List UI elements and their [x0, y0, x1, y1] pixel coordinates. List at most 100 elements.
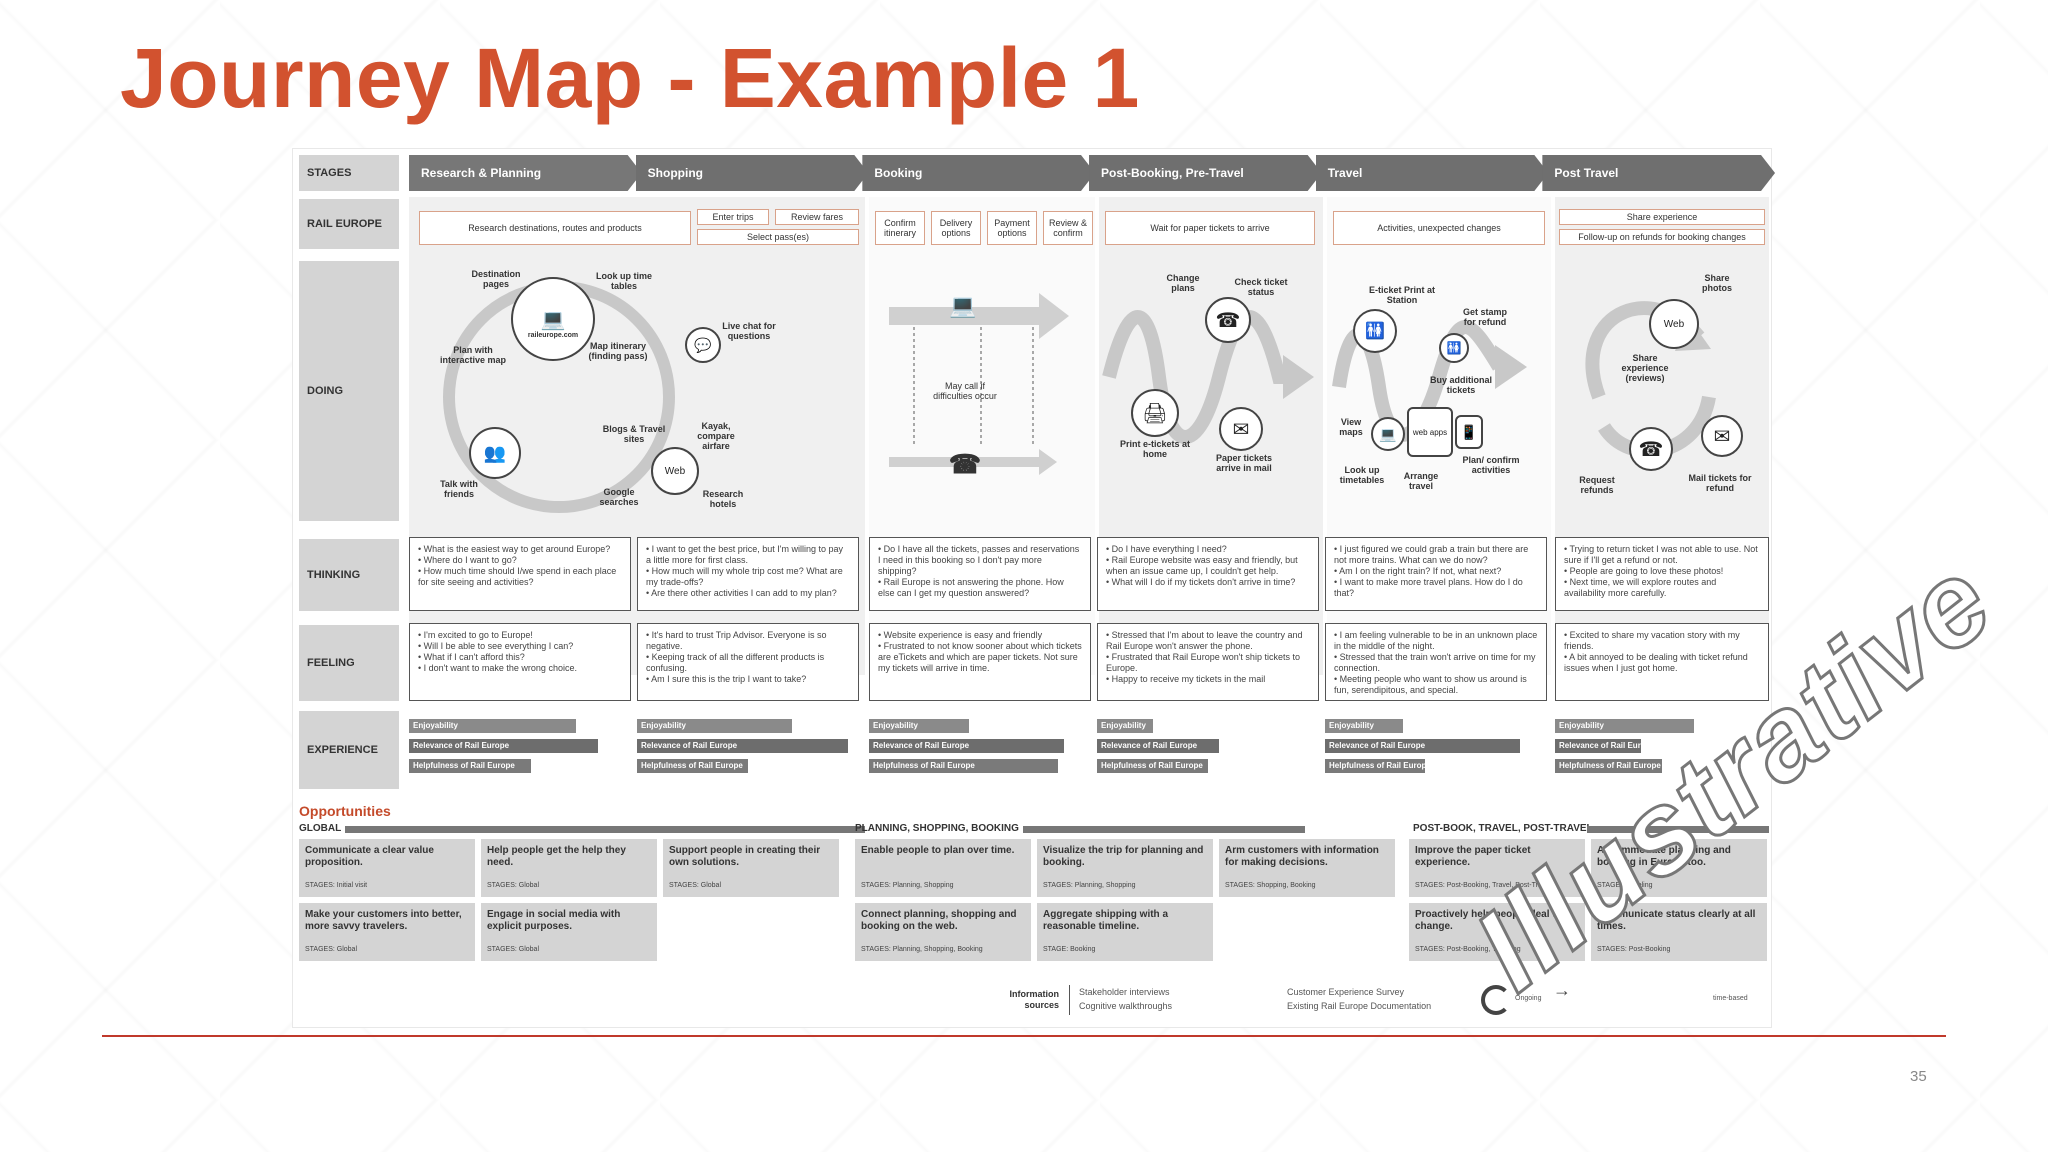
slide-title: Journey Map - Example 1: [120, 31, 1140, 125]
opportunity-stage: STAGES: Global: [487, 946, 540, 953]
page-number: 35: [1910, 1068, 1927, 1085]
opportunity-card: Improve the paper ticket experience.STAG…: [1409, 839, 1585, 897]
stage-travel: Travel: [1316, 155, 1549, 191]
opportunity-card: Enable people to plan over time. STAGES: …: [855, 839, 1031, 897]
source-documentation: Existing Rail Europe Documentation: [1287, 1001, 1432, 1011]
opp-section-planning: PLANNING, SHOPPING, BOOKING: [855, 823, 1019, 834]
opportunity-stage: STAGES: Global: [487, 882, 540, 889]
opportunity-text: Connect planning, shopping and booking o…: [861, 909, 1017, 932]
label-map-itinerary: Map itinerary (finding pass): [588, 341, 648, 361]
opportunity-stage: STAGES: Post-Booking: [1597, 946, 1671, 953]
opportunity-stage: STAGE: Booking: [1043, 946, 1096, 953]
thinking-cell-postbooking: • Do I have everything I need? • Rail Eu…: [1097, 537, 1319, 611]
thinking-cell-shopping: • I want to get the best price, but I'm …: [637, 537, 859, 611]
re-activities: Activities, unexpected changes: [1333, 211, 1545, 245]
stage-posttravel: Post Travel: [1542, 155, 1775, 191]
experience-bar: Enjoyability: [637, 719, 792, 733]
source-stakeholder: Stakeholder interviews: [1079, 987, 1170, 997]
opportunity-text: Improve the paper ticket experience.: [1415, 845, 1531, 868]
opportunity-text: Aggregate shipping with a reasonable tim…: [1043, 909, 1169, 932]
opportunity-stage: STAGES: Planning, Shopping: [1043, 882, 1136, 889]
experience-bar: Helpfulness of Rail Europe: [869, 759, 1058, 773]
row-label-experience: EXPERIENCE: [299, 711, 399, 789]
people-icon: 👥: [469, 427, 521, 479]
doing-diagram-lines: [443, 281, 1716, 513]
label-web-apps: web apps: [1412, 427, 1448, 437]
opportunity-stage: STAGES: Planning, Shopping: [861, 882, 954, 889]
feeling-cell-booking: • Website experience is easy and friendl…: [869, 623, 1091, 701]
label-plan-interactive-map: Plan with interactive map: [439, 345, 507, 365]
experience-bar: Relevance of Rail Europe: [869, 739, 1064, 753]
experience-bar: Relevance of Rail Europe: [1555, 739, 1641, 753]
opportunity-card: Accommodate planning and booking in Euro…: [1591, 839, 1767, 897]
re-review-confirm: Review & confirm: [1043, 211, 1093, 245]
label-google-searches: Google searches: [599, 487, 639, 507]
label-look-up-timetables-travel: Look up timetables: [1339, 465, 1385, 485]
opportunity-card: Communicate a clear value proposition. ST…: [299, 839, 475, 897]
opportunity-text: Support people in creating their own sol…: [669, 845, 821, 868]
opportunity-text: Help people get the help they need.: [487, 845, 626, 868]
label-research-hotels: Research hotels: [702, 489, 744, 509]
label-blogs-travel-sites: Blogs & Travel sites: [602, 424, 666, 444]
opportunity-stage: STAGES: Initial visit: [305, 882, 368, 889]
experience-bar: Helpfulness of Rail Europe: [409, 759, 531, 773]
feeling-cell-postbooking: • Stressed that I'm about to leave the c…: [1097, 623, 1319, 701]
opportunity-stage: STAGES: Shopping, Booking: [1225, 882, 1316, 889]
opportunity-text: Arm customers with information for makin…: [1225, 845, 1379, 868]
laptop-icon-travel: 💻: [1371, 417, 1405, 451]
stage-header: Research & Planning Shopping Booking Pos…: [409, 155, 1769, 191]
opportunity-card: Help people get the help they need. STAGE…: [481, 839, 657, 897]
label-arrange-travel: Arrange travel: [1403, 471, 1439, 491]
tablet-icon: web apps: [1407, 407, 1453, 457]
opportunity-card: Aggregate shipping with a reasonable tim…: [1037, 903, 1213, 961]
re-wait-tickets: Wait for paper tickets to arrive: [1105, 211, 1315, 245]
web-icon-posttravel-label: Web: [1663, 318, 1685, 330]
row-label-doing: DOING: [299, 261, 399, 521]
opportunity-stage: STAGES: Post-Booking, Traveling: [1415, 946, 1521, 953]
label-may-call: May call if difficulties occur: [933, 381, 997, 401]
opportunity-text: Proactively help people deal with change…: [1415, 909, 1573, 932]
label-print-etickets: Print e-tickets at home: [1119, 439, 1191, 459]
row-label-thinking: THINKING: [299, 539, 399, 611]
web-icon-posttravel: Web: [1649, 299, 1699, 349]
source-cognitive: Cognitive walkthroughs: [1079, 1001, 1173, 1011]
stage-shopping: Shopping: [636, 155, 869, 191]
label-destination-pages: Destination pages: [471, 269, 521, 289]
mobile-icon: 📱: [1455, 415, 1483, 449]
printer-icon: 🖨: [1131, 389, 1179, 437]
source-ongoing: Ongoing: [1515, 995, 1542, 1002]
feeling-cell-posttravel: • Excited to share my vacation story wit…: [1555, 623, 1769, 701]
re-enter-trips: Enter trips: [697, 209, 769, 225]
label-buy-additional: Buy additional tickets: [1429, 375, 1492, 395]
label-plan-confirm-activities: Plan/ confirm activities: [1462, 455, 1520, 475]
label-eticket-print: E-ticket Print at Station: [1369, 285, 1436, 305]
opp-section-posttravel-line: [1587, 826, 1769, 833]
opportunity-text: Communicate a clear value proposition.: [305, 845, 434, 868]
journey-map: STAGES RAIL EUROPE DOING THINKING FEELIN…: [292, 148, 1772, 1028]
opportunity-text: Engage in social media with explicit pur…: [487, 909, 621, 932]
re-share-experience: Share experience: [1559, 209, 1765, 225]
feeling-cell-travel: • I am feeling vulnerable to be in an un…: [1325, 623, 1547, 701]
phone-icon: ☎: [1205, 297, 1251, 343]
web-icon: Web: [651, 447, 699, 495]
experience-bar: Enjoyability: [1325, 719, 1403, 733]
opportunity-card: Make your customers into better, more sa…: [299, 903, 475, 961]
re-payment-options: Payment options: [987, 211, 1037, 245]
source-time-based: time-based: [1713, 995, 1748, 1002]
row-label-stages: STAGES: [299, 155, 399, 191]
label-change-plans: Change plans: [1166, 273, 1200, 293]
chat-icon: 💬: [685, 327, 721, 363]
laptop-icon: 💻: [511, 277, 595, 361]
opportunity-stage: STAGE: Traveling: [1597, 882, 1653, 889]
opportunity-card: Communicate status clearly at all times.…: [1591, 903, 1767, 961]
feeling-cell-shopping: • It's hard to trust Trip Advisor. Every…: [637, 623, 859, 701]
experience-bar: Relevance of Rail Europe: [1097, 739, 1219, 753]
opportunity-card: Connect planning, shopping and booking o…: [855, 903, 1031, 961]
label-request-refunds: Request refunds: [1579, 475, 1615, 495]
opp-section-global: GLOBAL: [299, 823, 342, 834]
experience-bar: Enjoyability: [1097, 719, 1153, 733]
opportunity-text: Enable people to plan over time.: [861, 845, 1015, 856]
label-kayak: Kayak, compare airfare: [697, 421, 735, 451]
re-confirm-itinerary: Confirm itinerary: [875, 211, 925, 245]
mail-icon-posttravel: ✉: [1701, 415, 1743, 457]
